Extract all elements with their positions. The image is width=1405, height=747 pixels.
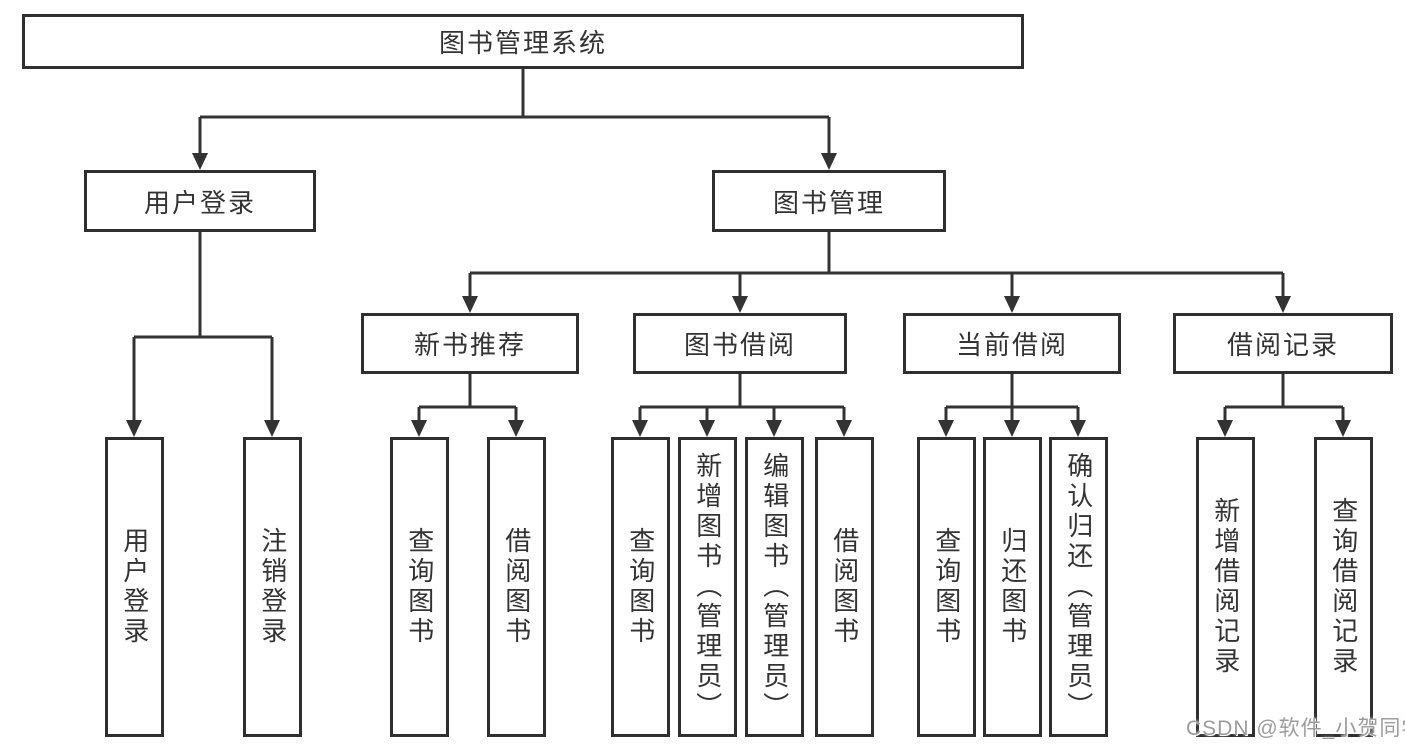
node-borrowing-records-label: 借阅记录 [1226, 330, 1339, 360]
arrowhead-icons [126, 153, 1351, 437]
node-nbr-borrow-books: 借阅图书 [487, 437, 546, 737]
node-book-borrowing-label: 图书借阅 [683, 330, 796, 360]
node-cb-query-books-label: 查询图书 [931, 527, 962, 647]
node-bb-query-books-label: 查询图书 [625, 527, 656, 647]
node-bb-add-book-admin: 新增图书（管理员） [678, 437, 737, 737]
node-nbr-borrow-books-label: 借阅图书 [501, 527, 532, 647]
node-new-book-recommend: 新书推荐 [361, 313, 579, 374]
node-library-system: 图书管理系统 [22, 14, 1024, 69]
node-borrowing-records: 借阅记录 [1173, 313, 1393, 374]
node-br-query-borrow-record: 查询借阅记录 [1314, 437, 1373, 737]
node-br-add-borrow-record-label: 新增借阅记录 [1210, 497, 1241, 677]
node-user-login-action-label: 用户登录 [119, 527, 150, 647]
node-cb-confirm-return-admin-label: 确认归还（管理员） [1063, 452, 1094, 722]
node-br-query-borrow-record-label: 查询借阅记录 [1328, 497, 1359, 677]
node-cb-confirm-return-admin: 确认归还（管理员） [1049, 437, 1108, 737]
node-br-add-borrow-record: 新增借阅记录 [1196, 437, 1255, 737]
node-user-login-label: 用户登录 [143, 187, 256, 218]
node-cb-return-books-label: 归还图书 [997, 527, 1028, 647]
node-library-system-label: 图书管理系统 [438, 28, 607, 58]
node-bb-borrow-books-label: 借阅图书 [829, 527, 860, 647]
node-nbr-query-books-label: 查询图书 [404, 527, 435, 647]
node-logout-action: 注销登录 [243, 437, 302, 737]
node-book-management: 图书管理 [712, 170, 946, 232]
node-current-borrowing-label: 当前借阅 [955, 330, 1068, 360]
node-bb-add-book-admin-label: 新增图书（管理员） [692, 452, 723, 722]
node-bb-edit-book-admin: 编辑图书（管理员） [745, 437, 804, 737]
node-current-borrowing: 当前借阅 [903, 313, 1121, 374]
node-new-book-recommend-label: 新书推荐 [413, 330, 526, 360]
node-logout-action-label: 注销登录 [257, 527, 288, 647]
node-book-borrowing: 图书借阅 [633, 313, 847, 374]
node-book-management-label: 图书管理 [772, 187, 885, 218]
node-cb-return-books: 归还图书 [983, 437, 1042, 737]
node-nbr-query-books: 查询图书 [390, 437, 449, 737]
node-bb-borrow-books: 借阅图书 [815, 437, 874, 737]
node-cb-query-books: 查询图书 [917, 437, 976, 737]
node-bb-query-books: 查询图书 [611, 437, 670, 737]
node-user-login: 用户登录 [84, 170, 316, 232]
csdn-watermark: CSDN @软件_小贺同学 [1186, 717, 1405, 740]
node-user-login-action: 用户登录 [105, 437, 164, 737]
node-bb-edit-book-admin-label: 编辑图书（管理员） [759, 452, 790, 722]
